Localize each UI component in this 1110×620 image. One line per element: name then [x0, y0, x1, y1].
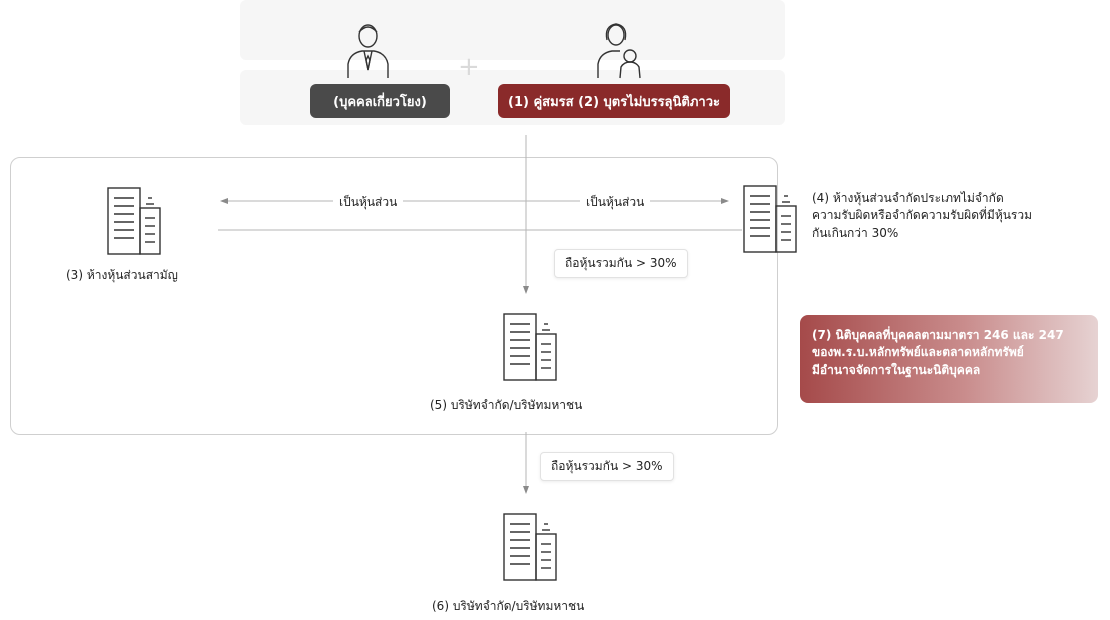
entity-4-line: (4) ห้างหุ้นส่วนจำกัดประเภทไม่จำกัด	[812, 191, 1004, 205]
entity-3-label: (3) ห้างหุ้นส่วนสามัญ	[66, 268, 178, 282]
arrow-down-2	[523, 486, 529, 494]
man-person-icon	[347, 24, 389, 78]
entity-7-line: ของพ.ร.บ.หลักทรัพย์และตลาดหลักทรัพย์	[812, 345, 1024, 360]
arrow-down-1	[523, 286, 529, 294]
partner-label-right: เป็นหุ้นส่วน	[580, 193, 651, 212]
entity-5-label: (5) บริษัทจำกัด/บริษัทมหาชน	[430, 398, 583, 412]
office-building-icon	[743, 185, 797, 253]
share-label-2: ถือหุ้นรวมกัน > 30%	[540, 452, 674, 481]
office-building-icon	[503, 313, 557, 381]
spouse-child-pill: (1) คู่สมรส (2) บุตรไม่บรรลุนิติภาวะ	[498, 84, 730, 118]
entity-4-line: ความรับผิดหรือจำกัดความรับผิดที่มีหุ้นรว…	[812, 208, 1033, 223]
group-frame	[10, 157, 778, 435]
office-building-icon	[107, 187, 161, 255]
plus-symbol: +	[458, 52, 480, 82]
background-panel-top	[240, 0, 785, 60]
entity-4-label: (4) ห้างหุ้นส่วนจำกัดประเภทไม่จำกัด ความ…	[812, 190, 1032, 242]
related-person-pill: (บุคคลเกี่ยวโยง)	[310, 84, 450, 118]
related-person-label: (บุคคลเกี่ยวโยง)	[333, 94, 427, 110]
entity-7-card: (7) นิติบุคคลที่บุคคลตามมาตรา 246 และ 24…	[800, 315, 1098, 403]
share-label-1: ถือหุ้นรวมกัน > 30%	[554, 249, 688, 278]
arrow-right	[721, 198, 729, 204]
spouse-child-label: (1) คู่สมรส (2) บุตรไม่บรรลุนิติภาวะ	[508, 94, 720, 110]
office-building-icon	[503, 513, 557, 581]
arrow-left	[220, 198, 228, 204]
entity-7-line: มีอำนาจจัดการในฐานะนิติบุคคล	[812, 362, 981, 377]
entity-4-line: กันเกินกว่า 30%	[812, 225, 899, 240]
partner-label-left: เป็นหุ้นส่วน	[333, 193, 404, 212]
mother-child-icon	[597, 23, 641, 79]
entity-7-line: (7) นิติบุคคลที่บุคคลตามมาตรา 246 และ 24…	[812, 328, 1064, 342]
entity-6-label: (6) บริษัทจำกัด/บริษัทมหาชน	[432, 599, 585, 613]
